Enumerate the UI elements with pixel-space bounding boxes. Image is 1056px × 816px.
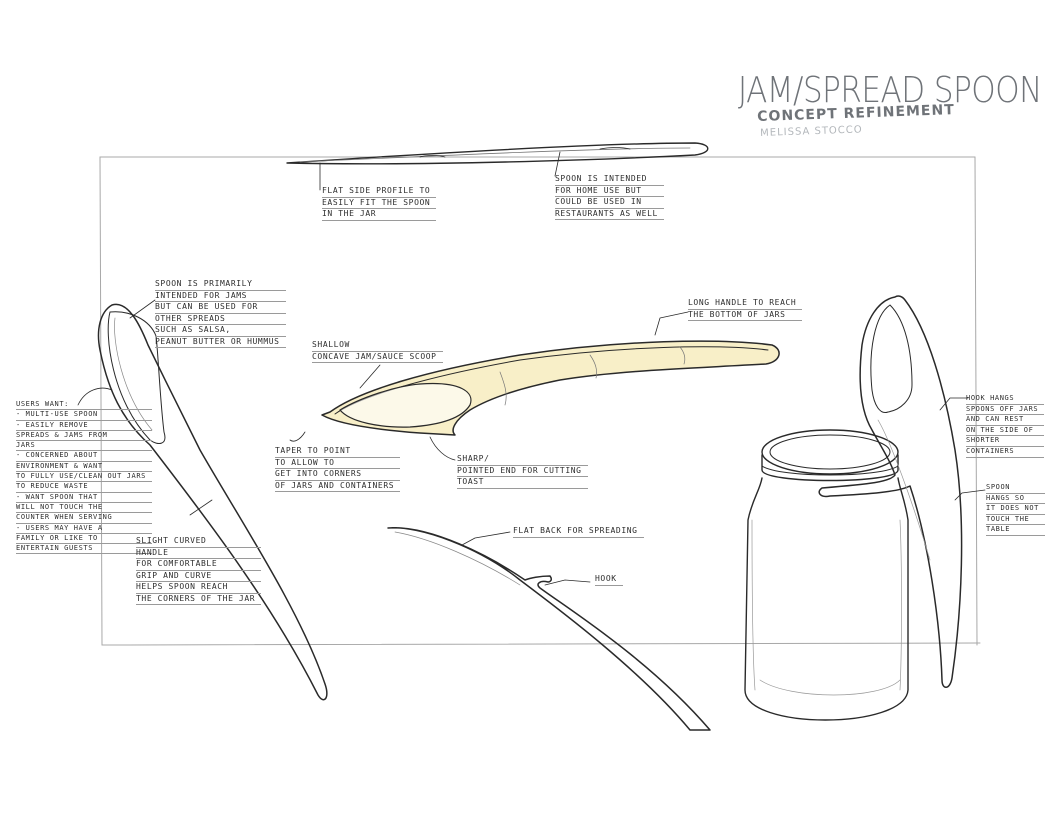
- note-line: IT DOES NOT: [986, 504, 1045, 515]
- note-line: - EASILY REMOVE: [16, 421, 152, 431]
- note-line: COUNTER WHEN SERVING: [16, 513, 152, 523]
- note-line: TO REDUCE WASTE: [16, 482, 152, 492]
- note-sharp: SHARP/ POINTED END FOR CUTTING TOAST: [457, 454, 588, 489]
- note-hook: HOOK: [595, 574, 623, 586]
- note-line: SPREADS & JAMS FROM: [16, 431, 152, 441]
- note-line: JARS: [16, 441, 152, 451]
- note-line: - CONCERNED ABOUT: [16, 451, 152, 461]
- note-line: - USERS MAY HAVE A: [16, 524, 152, 534]
- note-spoon-hangs: SPOON HANGS SO IT DOES NOT TOUCH THE TAB…: [986, 483, 1045, 536]
- note-line: HOOK HANGS: [966, 394, 1044, 405]
- note-line: THE CORNERS OF THE JAR: [136, 594, 261, 606]
- note-line: RESTAURANTS AS WELL: [555, 209, 664, 221]
- note-line: FLAT BACK FOR SPREADING: [513, 526, 644, 538]
- note-flat-side: FLAT SIDE PROFILE TO EASILY FIT THE SPOO…: [322, 186, 436, 221]
- note-line: FAMILY OR LIKE TO: [16, 534, 152, 544]
- note-line: ON THE SIDE OF: [966, 426, 1044, 437]
- note-line: TO FULLY USE/CLEAN OUT JARS: [16, 472, 152, 482]
- note-line: GET INTO CORNERS: [275, 469, 400, 481]
- note-line: SPOON IS INTENDED: [555, 174, 664, 186]
- note-line: TOAST: [457, 477, 588, 489]
- note-line: SHARP/: [457, 454, 588, 466]
- note-line: TAPER TO POINT: [275, 446, 400, 458]
- note-line: - MULTI-USE SPOON: [16, 410, 152, 420]
- note-line: SLIGHT CURVED: [136, 536, 261, 548]
- note-taper: TAPER TO POINT TO ALLOW TO GET INTO CORN…: [275, 446, 400, 492]
- note-line: THE BOTTOM OF JARS: [688, 310, 802, 322]
- note-shallow: SHALLOW CONCAVE JAM/SAUCE SCOOP: [312, 340, 443, 363]
- note-line: SPOON: [986, 483, 1045, 494]
- note-line: SUCH AS SALSA,: [155, 325, 286, 337]
- note-line: TO ALLOW TO: [275, 458, 400, 470]
- note-line: ENVIRONMENT & WANT: [16, 462, 152, 472]
- note-line: CONTAINERS: [966, 447, 1044, 458]
- note-line: COULD BE USED IN: [555, 197, 664, 209]
- note-flat-back: FLAT BACK FOR SPREADING: [513, 526, 644, 538]
- angled-spoon-view: [290, 312, 779, 460]
- note-line: FLAT SIDE PROFILE TO: [322, 186, 436, 198]
- note-home-use: SPOON IS INTENDED FOR HOME USE BUT COULD…: [555, 174, 664, 220]
- note-line: TOUCH THE: [986, 515, 1045, 526]
- note-hook-hangs: HOOK HANGS SPOONS OFF JARS AND CAN REST …: [966, 394, 1044, 458]
- note-line: HOOK: [595, 574, 623, 586]
- note-primarily: SPOON IS PRIMARILY INTENDED FOR JAMS BUT…: [155, 279, 286, 348]
- note-line: EASILY FIT THE SPOON: [322, 198, 436, 210]
- note-line: SHORTER: [966, 436, 1044, 447]
- note-line: GRIP AND CURVE: [136, 571, 261, 583]
- note-line: SPOON IS PRIMARILY: [155, 279, 286, 291]
- note-line: POINTED END FOR CUTTING: [457, 466, 588, 478]
- note-line: OTHER SPREADS: [155, 314, 286, 326]
- mason-jar: [745, 430, 908, 720]
- note-line: OF JARS AND CONTAINERS: [275, 481, 400, 493]
- note-line: - WANT SPOON THAT: [16, 493, 152, 503]
- note-line: INTENDED FOR JAMS: [155, 291, 286, 303]
- note-users-want: USERS WANT: - MULTI-USE SPOON - EASILY R…: [16, 400, 152, 554]
- note-line: BUT CAN BE USED FOR: [155, 302, 286, 314]
- note-line: IN THE JAR: [322, 209, 436, 221]
- note-line: HANGS SO: [986, 494, 1045, 505]
- note-long-handle: LONG HANDLE TO REACH THE BOTTOM OF JARS: [688, 298, 802, 321]
- note-slight-curved: SLIGHT CURVED HANDLE FOR COMFORTABLE GRI…: [136, 536, 261, 605]
- flat-back-spoon-view: [388, 528, 710, 730]
- note-line: SHALLOW: [312, 340, 443, 352]
- note-line: SPOONS OFF JARS: [966, 405, 1044, 416]
- note-line: FOR COMFORTABLE: [136, 559, 261, 571]
- note-line: HANDLE: [136, 548, 261, 560]
- note-line: AND CAN REST: [966, 415, 1044, 426]
- note-line: USERS WANT:: [16, 400, 152, 410]
- note-line: WILL NOT TOUCH THE: [16, 503, 152, 513]
- note-line: ENTERTAIN GUESTS: [16, 544, 152, 554]
- note-line: TABLE: [986, 525, 1045, 536]
- right-hanging-spoon: [819, 296, 985, 687]
- note-line: LONG HANDLE TO REACH: [688, 298, 802, 310]
- note-line: FOR HOME USE BUT: [555, 186, 664, 198]
- note-line: CONCAVE JAM/SAUCE SCOOP: [312, 352, 443, 364]
- note-line: HELPS SPOON REACH: [136, 582, 261, 594]
- note-line: PEANUT BUTTER OR HUMMUS: [155, 337, 286, 349]
